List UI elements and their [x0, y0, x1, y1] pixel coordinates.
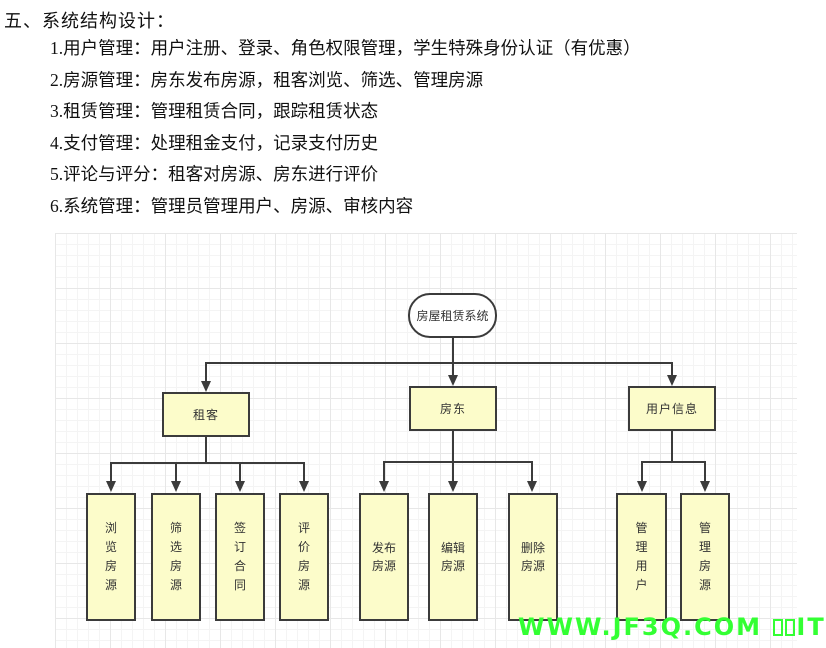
connector-line [383, 461, 385, 482]
tofu-box-glyph [773, 619, 784, 636]
design-list-item: 2.房源管理：房东发布房源，租客浏览、筛选、管理房源 [50, 69, 484, 90]
connector-line [531, 461, 533, 482]
leaf-node-label: 发布房源 [371, 541, 396, 573]
leaf-node-label: 管理房源 [698, 521, 711, 592]
arrowhead-down-icon [299, 481, 309, 492]
connector-line [239, 462, 241, 482]
arrowhead-down-icon [201, 381, 211, 392]
arrowhead-down-icon [637, 481, 647, 492]
connector-line [641, 461, 643, 482]
design-list-item: 4.支付管理：处理租金支付，记录支付历史 [50, 132, 379, 153]
branch-node-tenant: 租客 [162, 392, 250, 437]
leaf-node-edit-listings: 编辑房源 [428, 493, 478, 621]
leaf-node-rate-listings: 评价房源 [279, 493, 329, 621]
arrowhead-down-icon [667, 375, 677, 386]
leaf-node-filter-listings: 筛选房源 [151, 493, 201, 621]
branch-node-label: 房东 [439, 402, 466, 416]
connector-line [205, 437, 207, 464]
connector-line [641, 461, 705, 463]
root-node-label: 房屋租赁系统 [416, 309, 489, 323]
watermark-url: WWW.JF3Q.COM [518, 613, 763, 641]
design-list-item: 3.租赁管理：管理租赁合同，跟踪租赁状态 [50, 101, 379, 121]
design-list: 1.用户管理：用户注册、登录、角色权限管理，学生特殊身份认证（有优惠） 2.房源… [50, 33, 641, 222]
connector-line [383, 461, 533, 463]
connector-line [303, 462, 305, 482]
branch-node-label: 租客 [192, 408, 219, 422]
arrowhead-down-icon [527, 481, 537, 492]
connector-line [110, 462, 304, 464]
branch-node-landlord: 房东 [409, 386, 497, 431]
leaf-node-manage-listings: 管理房源 [680, 493, 730, 621]
connector-line [671, 431, 673, 463]
design-list-item: 1.用户管理：用户注册、登录、角色权限管理，学生特殊身份认证（有优惠） [50, 38, 641, 58]
connector-line [110, 462, 112, 482]
design-list-item: 6.系统管理：管理员管理用户、房源、审核内容 [50, 195, 414, 216]
tofu-box-glyph [785, 619, 796, 636]
arrowhead-down-icon [448, 481, 458, 492]
leaf-node-delete-listings: 删除房源 [508, 493, 558, 621]
arrowhead-down-icon [448, 375, 458, 386]
watermark: WWW.JF3Q.COM IT [518, 613, 826, 641]
leaf-node-label: 评价房源 [297, 521, 310, 592]
section-heading: 五、系统结构设计： [4, 11, 175, 31]
branch-node-user-info: 用户信息 [628, 386, 716, 431]
root-node-housing-rental-system: 房屋租赁系统 [408, 293, 497, 338]
connector-line [175, 462, 177, 482]
arrowhead-down-icon [235, 481, 245, 492]
arrowhead-down-icon [379, 481, 389, 492]
leaf-node-label: 管理用户 [635, 521, 648, 592]
connector-line [205, 362, 673, 364]
branch-node-label: 用户信息 [645, 402, 698, 416]
connector-line [704, 461, 706, 482]
leaf-node-label: 筛选房源 [169, 521, 182, 592]
leaf-node-label: 签订合同 [233, 521, 246, 592]
leaf-node-publish-listings: 发布房源 [359, 493, 409, 621]
watermark-suffix: IT [796, 613, 826, 641]
connector-line [452, 461, 454, 482]
connector-line [452, 362, 454, 376]
leaf-node-manage-users: 管理用户 [616, 493, 667, 621]
leaf-node-browse-listings: 浏览房源 [86, 493, 136, 621]
arrowhead-down-icon [171, 481, 181, 492]
arrowhead-down-icon [106, 481, 116, 492]
leaf-node-label: 编辑房源 [440, 541, 465, 573]
connector-line [671, 362, 673, 376]
arrowhead-down-icon [700, 481, 710, 492]
design-list-item: 5.评论与评分：租客对房源、房东进行评价 [50, 164, 379, 184]
connector-line [452, 338, 454, 364]
leaf-node-label: 浏览房源 [104, 521, 117, 592]
leaf-node-label: 删除房源 [520, 541, 545, 573]
connector-line [205, 362, 207, 382]
leaf-node-sign-contract: 签订合同 [215, 493, 265, 621]
connector-line [452, 431, 454, 463]
